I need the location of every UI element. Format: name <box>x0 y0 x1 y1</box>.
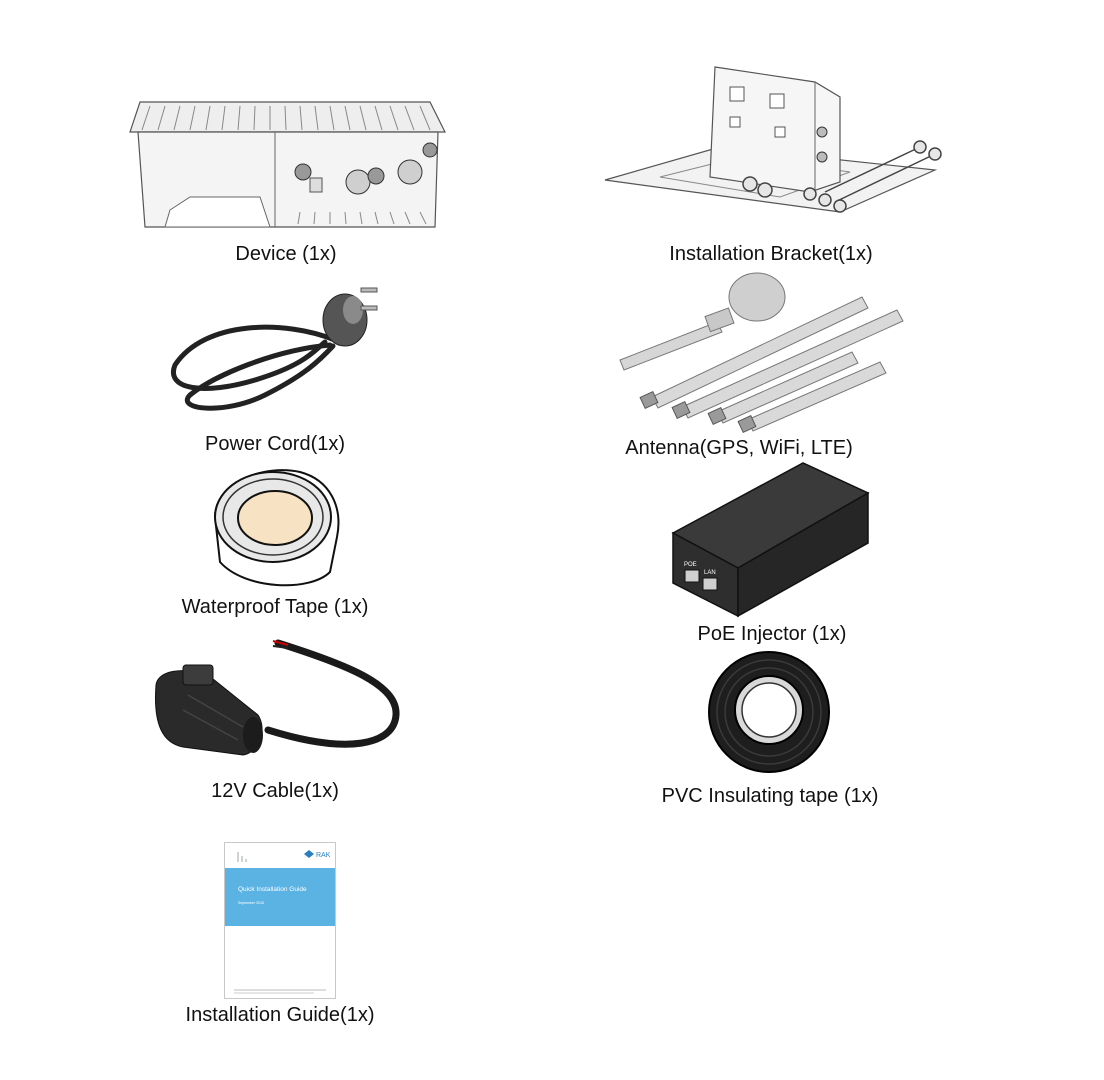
installation-guide-image: RAK Quick Installation Guide September 2… <box>224 842 336 999</box>
poe-injector-image: POE LAN <box>668 458 873 620</box>
poe-injector-label: PoE Injector (1x) <box>697 623 847 645</box>
installation-guide-label: Installation Guide(1x) <box>185 1004 375 1026</box>
device-label: Device (1x) <box>235 243 337 265</box>
power-cord-label: Power Cord(1x) <box>204 433 346 455</box>
12v-cable-label: 12V Cable(1x) <box>211 780 339 802</box>
lan-port-label: LAN <box>704 570 716 576</box>
bracket-label: Installation Bracket(1x) <box>669 243 873 265</box>
antenna-label: Antenna(GPS, WiFi, LTE) <box>625 437 853 459</box>
guide-cover-subtitle: September 2018 <box>238 901 264 905</box>
waterproof-tape-image <box>205 462 345 590</box>
power-cord-image <box>165 280 390 420</box>
pvc-tape-label: PVC Insulating tape (1x) <box>661 785 879 807</box>
pvc-tape-image <box>705 650 833 775</box>
waterproof-tape-label: Waterproof Tape (1x) <box>181 596 369 618</box>
poe-port-label: POE <box>684 562 697 568</box>
guide-cover-title: Quick Installation Guide <box>238 886 307 893</box>
bracket-image <box>600 62 945 227</box>
device-image <box>120 92 460 232</box>
12v-cable-image <box>148 635 403 765</box>
antenna-image <box>612 272 912 434</box>
guide-brand: RAK <box>316 852 331 859</box>
